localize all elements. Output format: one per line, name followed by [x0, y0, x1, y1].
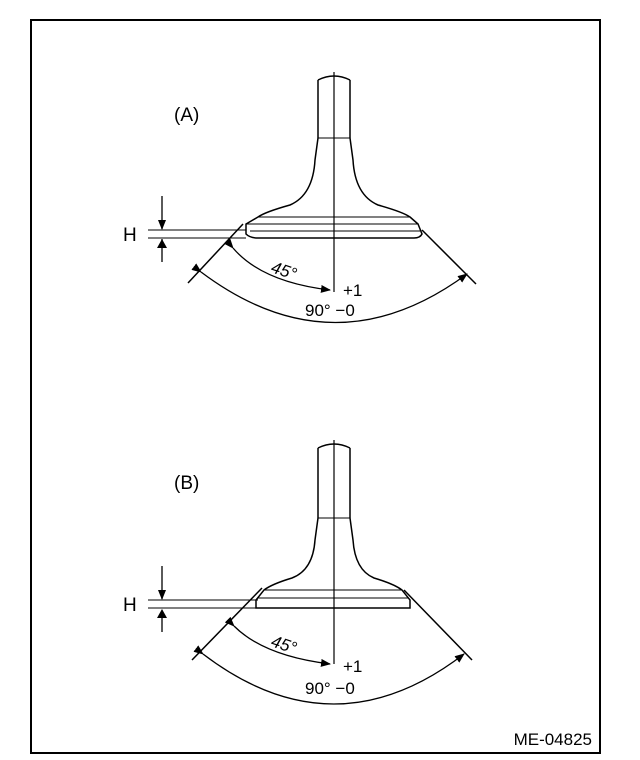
face-angle-label-a: 90° −0 [305, 301, 355, 320]
seat-line-right-a [421, 229, 477, 285]
angle-90-arc-a [191, 263, 468, 324]
tolerance-plus-a: +1 [343, 281, 362, 300]
h-label-b: H [123, 595, 137, 616]
face-angle-label-b: 90° −0 [305, 679, 355, 698]
seat-line-left-b [191, 587, 263, 661]
figure-frame [30, 19, 601, 754]
seat-angle-label-a: 45° [269, 258, 300, 284]
angle-90-arc-b [193, 645, 465, 705]
seat-angle-label-b: 45° [269, 632, 300, 658]
seat-line-left-a [187, 223, 244, 284]
valve-head-a [245, 137, 423, 239]
figure-code: ME-04825 [514, 730, 592, 749]
valve-head-b [255, 517, 411, 609]
seat-line-right-b [403, 589, 473, 661]
h-label-a: H [123, 225, 137, 246]
view-label-a: (A) [174, 105, 199, 126]
view-label-b: (B) [174, 473, 199, 494]
view-b: (B) H 45° +1 90° −0 [123, 440, 473, 705]
tolerance-plus-b: +1 [343, 657, 362, 676]
view-a: (A) H 45° +1 90° −0 [123, 72, 477, 324]
